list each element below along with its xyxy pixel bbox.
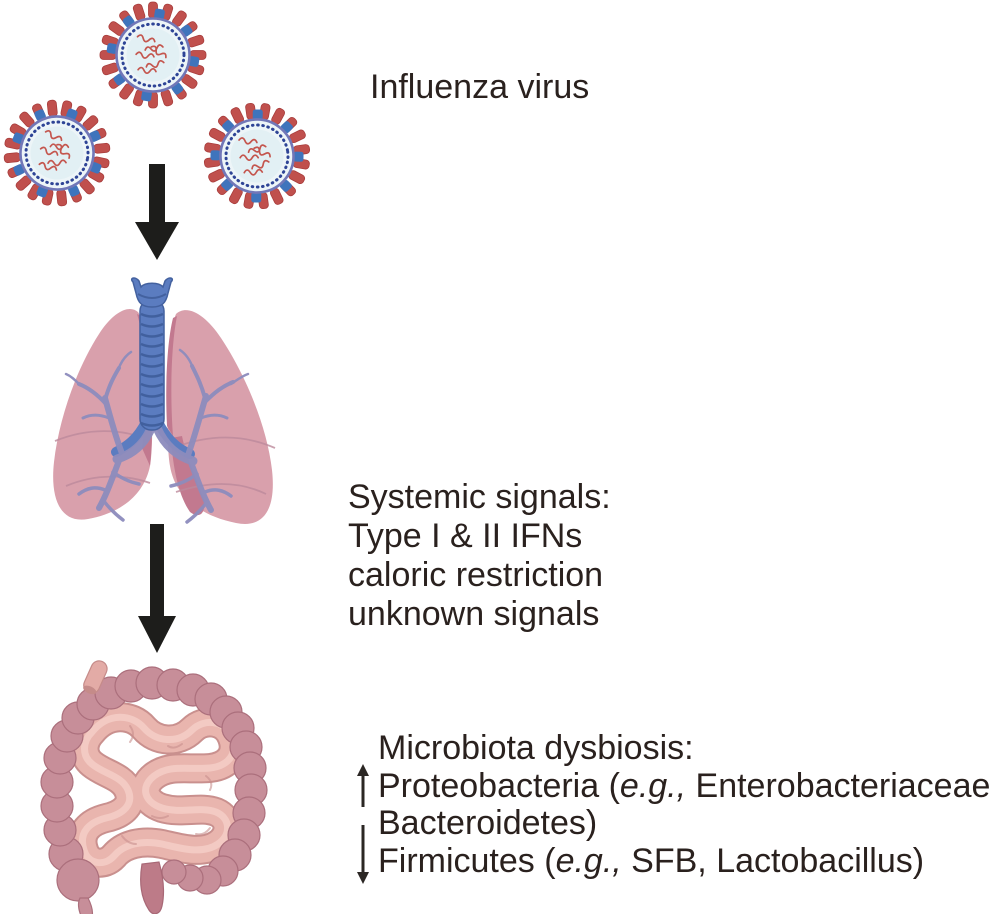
- down-arrow-icon: [357, 825, 369, 884]
- down-arrow-icon: [138, 524, 176, 653]
- bacteroidetes-line: Bacteroidetes): [378, 804, 598, 842]
- microbiota-dysbiosis-block: Microbiota dysbiosis: Proteobacteria (e.…: [352, 729, 992, 884]
- influenza-virus-label: Influenza virus: [370, 68, 590, 106]
- systemic-signals-block: Systemic signals: Type I & II IFNs calor…: [348, 478, 611, 634]
- up-arrow-icon: [357, 764, 369, 807]
- microbiota-title: Microbiota dysbiosis:: [378, 729, 694, 767]
- systemic-signals-caloric: caloric restriction: [348, 556, 604, 594]
- proteobacteria-line: Proteobacteria (e.g., Enterobacteriaceae: [378, 766, 991, 805]
- down-arrow-icon: [135, 164, 179, 260]
- systemic-signals-ifns: Type I & II IFNs: [348, 517, 583, 555]
- lungs-icon: [53, 277, 276, 524]
- firmicutes-line: Firmicutes (e.g., SFB, Lactobacillus): [378, 841, 925, 880]
- intestine-icon: [40, 660, 268, 914]
- systemic-signals-unknown: unknown signals: [348, 595, 600, 633]
- systemic-signals-title: Systemic signals:: [348, 478, 611, 516]
